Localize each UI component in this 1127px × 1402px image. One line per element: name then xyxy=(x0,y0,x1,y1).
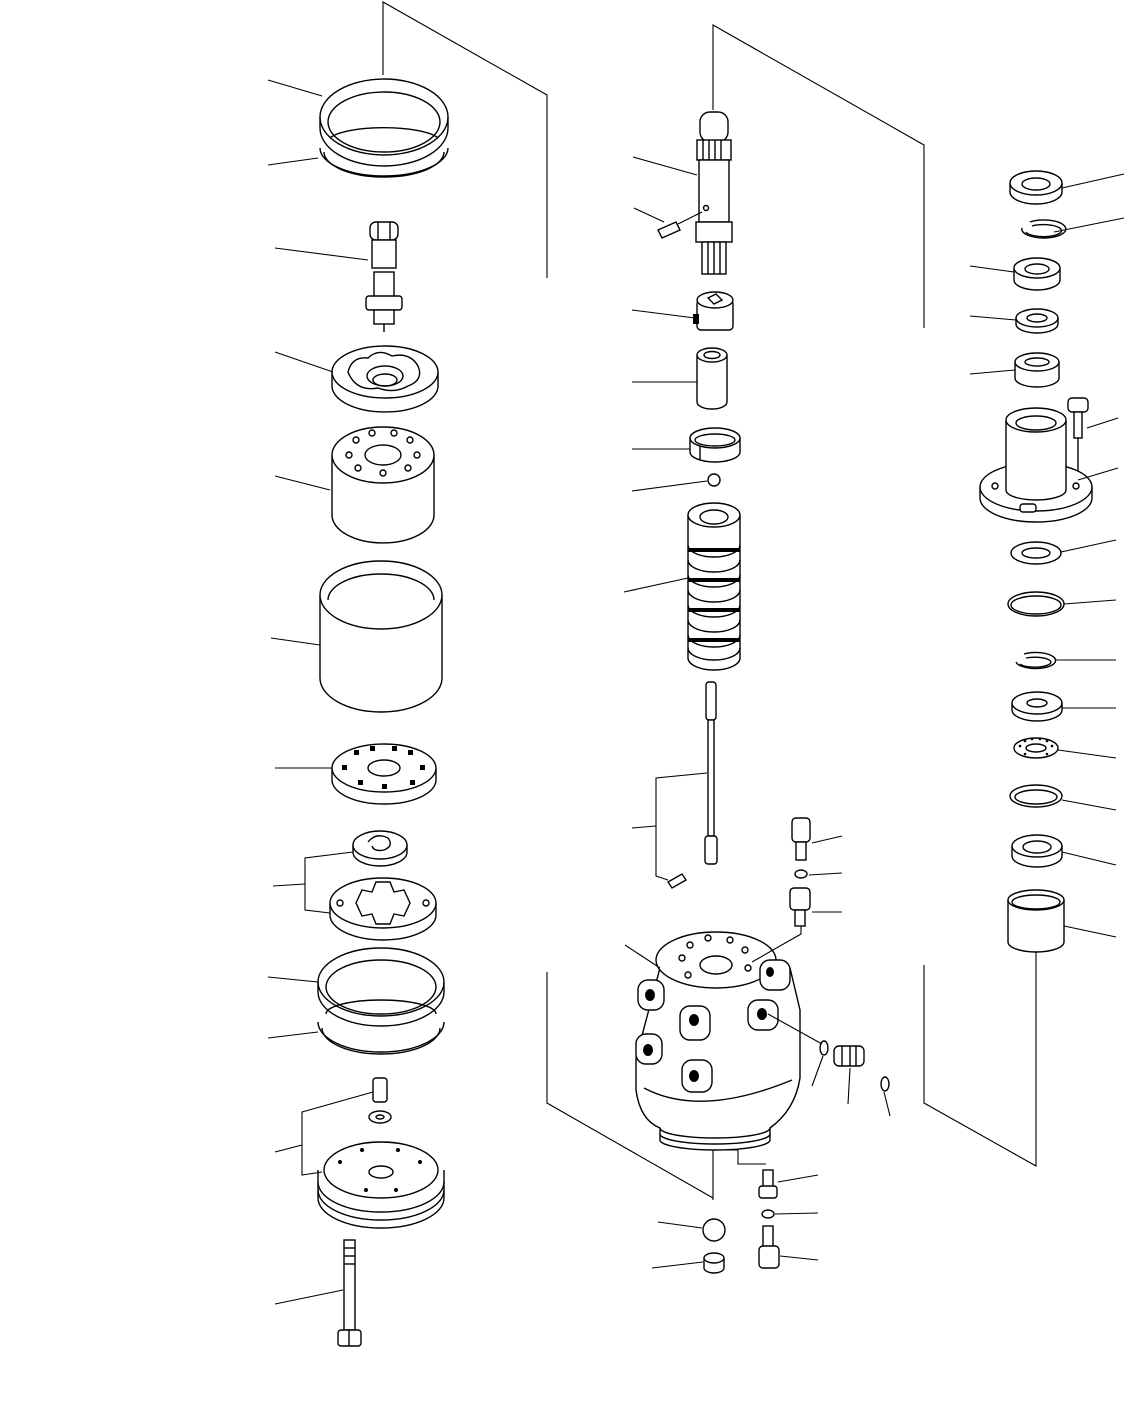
leader-line xyxy=(267,157,319,166)
leader-line xyxy=(811,835,843,844)
leader-line xyxy=(631,480,708,492)
leader-line xyxy=(811,1055,824,1087)
dust-seal-part xyxy=(1009,170,1063,205)
seal-part xyxy=(1013,257,1061,291)
leader-line xyxy=(774,1212,819,1215)
leader-line xyxy=(779,1255,819,1261)
leader-line xyxy=(847,1067,851,1105)
bracket-leader xyxy=(301,1091,374,1176)
leader-line xyxy=(1061,799,1117,811)
leader-line xyxy=(969,315,1017,321)
leader-line xyxy=(1061,851,1117,866)
leader-line xyxy=(969,369,1016,375)
seal-ring-part xyxy=(1011,834,1063,868)
check-ball-part xyxy=(707,473,721,487)
split-ring-part xyxy=(689,427,741,463)
bearing-part xyxy=(1014,352,1060,388)
middle-column-parts xyxy=(623,111,891,1274)
leader-line xyxy=(1063,599,1117,605)
leader-line xyxy=(767,1013,823,1045)
leader-line xyxy=(631,309,696,319)
snap-ring-part xyxy=(1021,219,1067,239)
leader-line xyxy=(267,79,323,97)
leader-line xyxy=(1063,925,1117,938)
distributor-plate-part xyxy=(331,743,437,805)
assembly-guide-lines xyxy=(382,1,1037,1200)
leader-line xyxy=(274,475,331,491)
leader-line xyxy=(633,207,665,223)
leader-line xyxy=(677,211,703,225)
leader-line xyxy=(270,637,321,646)
drive-shaft-part xyxy=(365,221,403,332)
bracket-leader xyxy=(655,772,708,881)
ball-part xyxy=(702,1218,726,1242)
o-ring-part xyxy=(1009,784,1063,808)
valve-plate-part xyxy=(331,345,439,413)
coupling-part xyxy=(693,291,734,331)
leader-line xyxy=(624,944,661,969)
left-column-parts xyxy=(267,78,449,1347)
right-column-parts xyxy=(969,170,1125,953)
ring-part xyxy=(319,78,449,167)
flat-ring-part xyxy=(1010,541,1062,565)
column-flange-part xyxy=(979,407,1093,523)
leader-line xyxy=(883,1091,891,1117)
leader-line xyxy=(751,926,802,963)
leader-line xyxy=(651,1261,704,1269)
plug-part xyxy=(789,817,811,927)
leader-line xyxy=(1060,539,1117,553)
o-ring-part xyxy=(1007,591,1065,617)
leader-line xyxy=(632,156,698,176)
relief-valve-part xyxy=(758,1169,780,1269)
leader-line xyxy=(1061,173,1125,189)
leader-line xyxy=(969,265,1015,273)
snap-ring-part xyxy=(1015,651,1057,670)
needle-bearing-part xyxy=(1013,737,1059,759)
side-fitting-part xyxy=(819,1040,890,1092)
end-cap-part xyxy=(317,1077,445,1229)
leader-line xyxy=(777,1174,819,1183)
bracket-leader xyxy=(713,1149,766,1165)
input-shaft-part xyxy=(695,111,733,275)
o-ring-part xyxy=(317,999,445,1055)
sleeve-part xyxy=(319,560,443,713)
leader-line xyxy=(631,825,657,829)
leader-line xyxy=(267,976,319,983)
leader-line xyxy=(274,1289,344,1305)
leader-line xyxy=(274,247,369,261)
drive-rod-part xyxy=(667,681,718,889)
o-ring-part xyxy=(319,127,449,178)
leader-line xyxy=(808,872,843,876)
thrust-washer-part xyxy=(1011,691,1063,722)
ring-part xyxy=(317,947,445,1027)
spool-valve-part xyxy=(687,502,741,671)
leader-line xyxy=(1053,217,1125,233)
leader-line xyxy=(272,883,306,887)
seat-part xyxy=(703,1252,725,1274)
leader-line xyxy=(1057,749,1117,759)
leader-line xyxy=(657,1221,703,1229)
leader-line xyxy=(1077,467,1119,481)
steering-valve-housing-part xyxy=(635,931,801,1151)
leader-line xyxy=(274,351,334,373)
bushing-part xyxy=(696,347,728,410)
leader-line xyxy=(267,1031,319,1039)
bolt-part xyxy=(337,1239,362,1347)
rotor-cylinder-part xyxy=(331,426,435,544)
leader-line xyxy=(623,577,689,593)
washer-part xyxy=(1015,308,1059,334)
leader-line xyxy=(274,1144,303,1153)
leader-line xyxy=(1086,417,1119,429)
pin-part xyxy=(657,221,681,239)
gear-set-part xyxy=(329,830,437,941)
bushing-part xyxy=(1007,889,1065,953)
